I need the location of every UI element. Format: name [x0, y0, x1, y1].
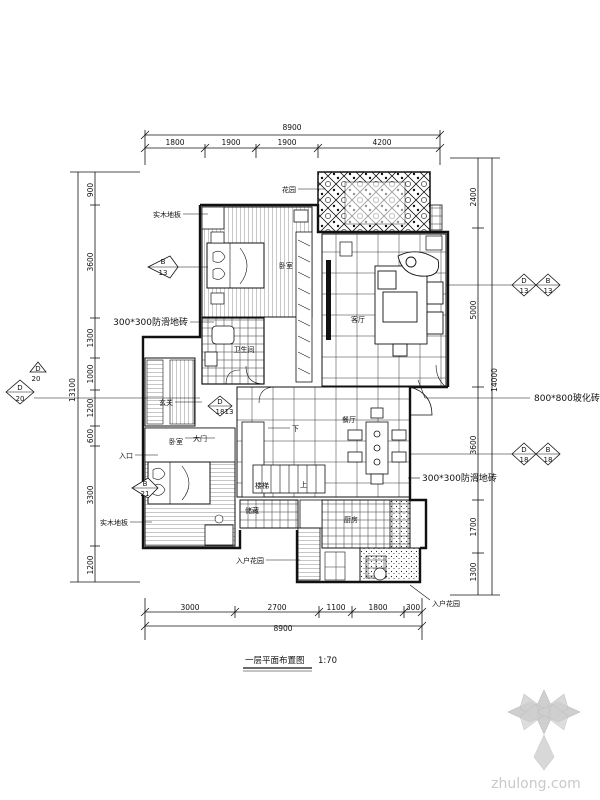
- dim-right-4: 1700: [469, 517, 478, 536]
- dining-set: [347, 407, 407, 485]
- section-marker-11: 13: [225, 408, 234, 416]
- dim-left-5: 1200: [86, 398, 95, 417]
- dim-left-2: 3600: [86, 252, 95, 271]
- note-tile-300-b: 300*300防滑地砖: [422, 472, 497, 484]
- exterior-walls: [141, 203, 450, 584]
- living-label: 客厅: [351, 315, 365, 324]
- marker-8-bottom: 20: [16, 395, 25, 403]
- dim-bottom-5: 300: [406, 603, 421, 612]
- marker-2-bottom: 13: [520, 287, 529, 295]
- note-floor-wood-2: 实木地板: [100, 518, 128, 527]
- marker-5-bottom: 18: [544, 456, 553, 464]
- marker-8-top: D: [17, 384, 22, 392]
- dim-top-total: 8900: [282, 123, 301, 132]
- dim-bottom-1: 3000: [180, 603, 199, 612]
- watermark-text: zhulong.com: [491, 776, 581, 792]
- dim-right-1: 2400: [469, 187, 478, 206]
- marker-7-top: D: [35, 365, 40, 373]
- down-label: 下: [292, 425, 299, 433]
- section-marker-9: 20: [32, 375, 41, 383]
- section-marker-10: B 21: [131, 477, 159, 499]
- dining-label: 餐厅: [342, 415, 356, 424]
- drawing-scale: 1:70: [318, 656, 337, 666]
- bed-1: [206, 242, 265, 289]
- dim-right-2: 5000: [469, 300, 478, 319]
- section-marker-2: D 13: [511, 273, 537, 297]
- marker-1-top: B: [161, 258, 166, 266]
- right-dimension-chain: [450, 157, 500, 596]
- dim-left-8: 1200: [86, 555, 95, 574]
- storage: [239, 499, 299, 529]
- note-tile-300-a: 300*300防滑地砖: [113, 316, 188, 328]
- section-marker-3: B 13: [446, 273, 561, 297]
- drawing-title: 一层平面布置图: [245, 655, 305, 666]
- section-marker-1: B 13: [147, 255, 208, 279]
- storage-label: 储藏: [245, 506, 259, 515]
- bottom-dimension-chain: [140, 598, 427, 640]
- marker-2-top: D: [521, 277, 526, 285]
- dim-left-1: 900: [86, 183, 95, 198]
- dim-right-total: 14000: [490, 368, 499, 392]
- dim-left-7: 3300: [86, 485, 95, 504]
- dim-top-4: 4200: [372, 138, 391, 147]
- stair-label: 楼梯: [255, 481, 269, 490]
- note-tile-800: 800*800玻化砖: [534, 392, 600, 404]
- garden-label: 花园: [282, 185, 296, 194]
- marker-4-bottom: 18: [520, 456, 529, 464]
- dim-top-3: 1900: [277, 138, 296, 147]
- dim-left-3: 1300: [86, 328, 95, 347]
- marker-3-top: B: [546, 277, 551, 285]
- marker-10-top: B: [143, 480, 148, 488]
- marker-3-bottom: 13: [544, 287, 553, 295]
- section-marker-7: D: [29, 361, 47, 373]
- dim-right-5: 1300: [469, 562, 478, 581]
- entrance-2-label: 入户花园: [236, 556, 264, 565]
- dim-bottom-4: 1800: [368, 603, 387, 612]
- dim-bottom-total: 8900: [273, 624, 292, 633]
- sofa-set: [374, 251, 444, 357]
- dim-top-2: 1900: [221, 138, 240, 147]
- drawing-title-block: 一层平面布置图 1:70: [243, 655, 337, 672]
- marker-10-bottom: 21: [141, 490, 150, 498]
- marker-11-bottom: 13: [225, 408, 234, 416]
- marker-1-bottom: 13: [159, 269, 168, 277]
- section-marker-8: D 20: [5, 379, 200, 405]
- marker-6-bottom: 18: [216, 408, 225, 416]
- dim-left-4: 1000: [86, 364, 95, 383]
- marker-6-top: D: [217, 398, 222, 406]
- left-dimension-chain: [70, 171, 140, 583]
- section-marker-5: B 18: [535, 442, 561, 466]
- yard-label: 入户花园: [432, 599, 460, 608]
- section-marker-6: D 18: [207, 395, 233, 417]
- dim-right-3: 3600: [469, 435, 478, 454]
- bathroom-label: 卫生间: [234, 345, 255, 354]
- bedroom-2-label: 卧室: [169, 437, 183, 446]
- section-marker-4: D 18: [410, 442, 537, 466]
- dim-bottom-3: 1100: [326, 603, 345, 612]
- up-label: 上: [300, 480, 307, 489]
- note-floor-wood-1: 实木地板: [153, 210, 181, 219]
- dim-top-1: 1800: [165, 138, 184, 147]
- dim-left-total: 13100: [68, 378, 77, 402]
- kitchen-label: 厨房: [344, 515, 358, 524]
- lobby-label: 玄关: [159, 398, 173, 407]
- top-dimension-chain: [140, 130, 445, 165]
- gate-label: 大门: [193, 434, 207, 443]
- entrance-label: 入口: [119, 452, 133, 460]
- marker-9-bottom: 20: [32, 375, 41, 383]
- dim-bottom-2: 2700: [267, 603, 286, 612]
- annotation-leaders: [130, 188, 530, 601]
- marker-4-top: D: [521, 446, 526, 454]
- watermark-logo: [507, 689, 581, 771]
- marker-5-top: B: [546, 446, 551, 454]
- dim-left-6: 600: [86, 429, 95, 444]
- bedroom-1-label: 卧室: [279, 261, 293, 270]
